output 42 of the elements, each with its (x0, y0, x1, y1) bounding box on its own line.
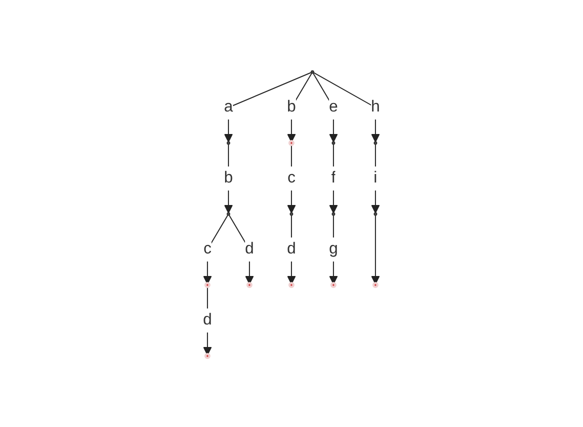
node-circle (204, 352, 210, 358)
arrow (203, 214, 228, 284)
node-circle (290, 212, 294, 216)
edge-label: a (224, 98, 233, 115)
edge-label: b (287, 98, 296, 115)
arrow (203, 285, 212, 355)
arrow (287, 143, 296, 213)
node-circle (372, 282, 378, 288)
edge-label: d (203, 311, 212, 328)
edge-label: e (329, 98, 338, 115)
edge-label: c (204, 240, 212, 257)
arrow (329, 143, 338, 213)
node-circle (332, 212, 336, 216)
edge-label: g (329, 240, 338, 257)
arrow (287, 72, 312, 142)
node-circle (374, 140, 378, 144)
edge-label: i (374, 169, 378, 186)
node-circle (204, 282, 210, 288)
arrow (312, 72, 338, 142)
arrow (224, 71, 312, 142)
node-circle (288, 282, 294, 288)
node-circle (332, 140, 336, 144)
arrow (371, 214, 380, 284)
node-circle (374, 212, 378, 216)
edge-label: f (331, 169, 336, 186)
node-circle (330, 282, 336, 288)
arrow (371, 143, 380, 213)
node-circle (246, 282, 252, 288)
edge-label: c (288, 169, 296, 186)
arrow (329, 214, 338, 284)
node-circle (226, 140, 230, 144)
node-circle (288, 140, 294, 146)
node-circle (310, 70, 314, 74)
arrow (287, 214, 296, 284)
node-circle (226, 212, 230, 216)
arrow (312, 72, 380, 142)
arrow (228, 214, 254, 284)
edge-label: d (287, 240, 296, 257)
edge-label: b (224, 169, 233, 186)
edge-label: h (371, 98, 380, 115)
edge-label: d (245, 240, 254, 257)
arrow (224, 143, 233, 213)
